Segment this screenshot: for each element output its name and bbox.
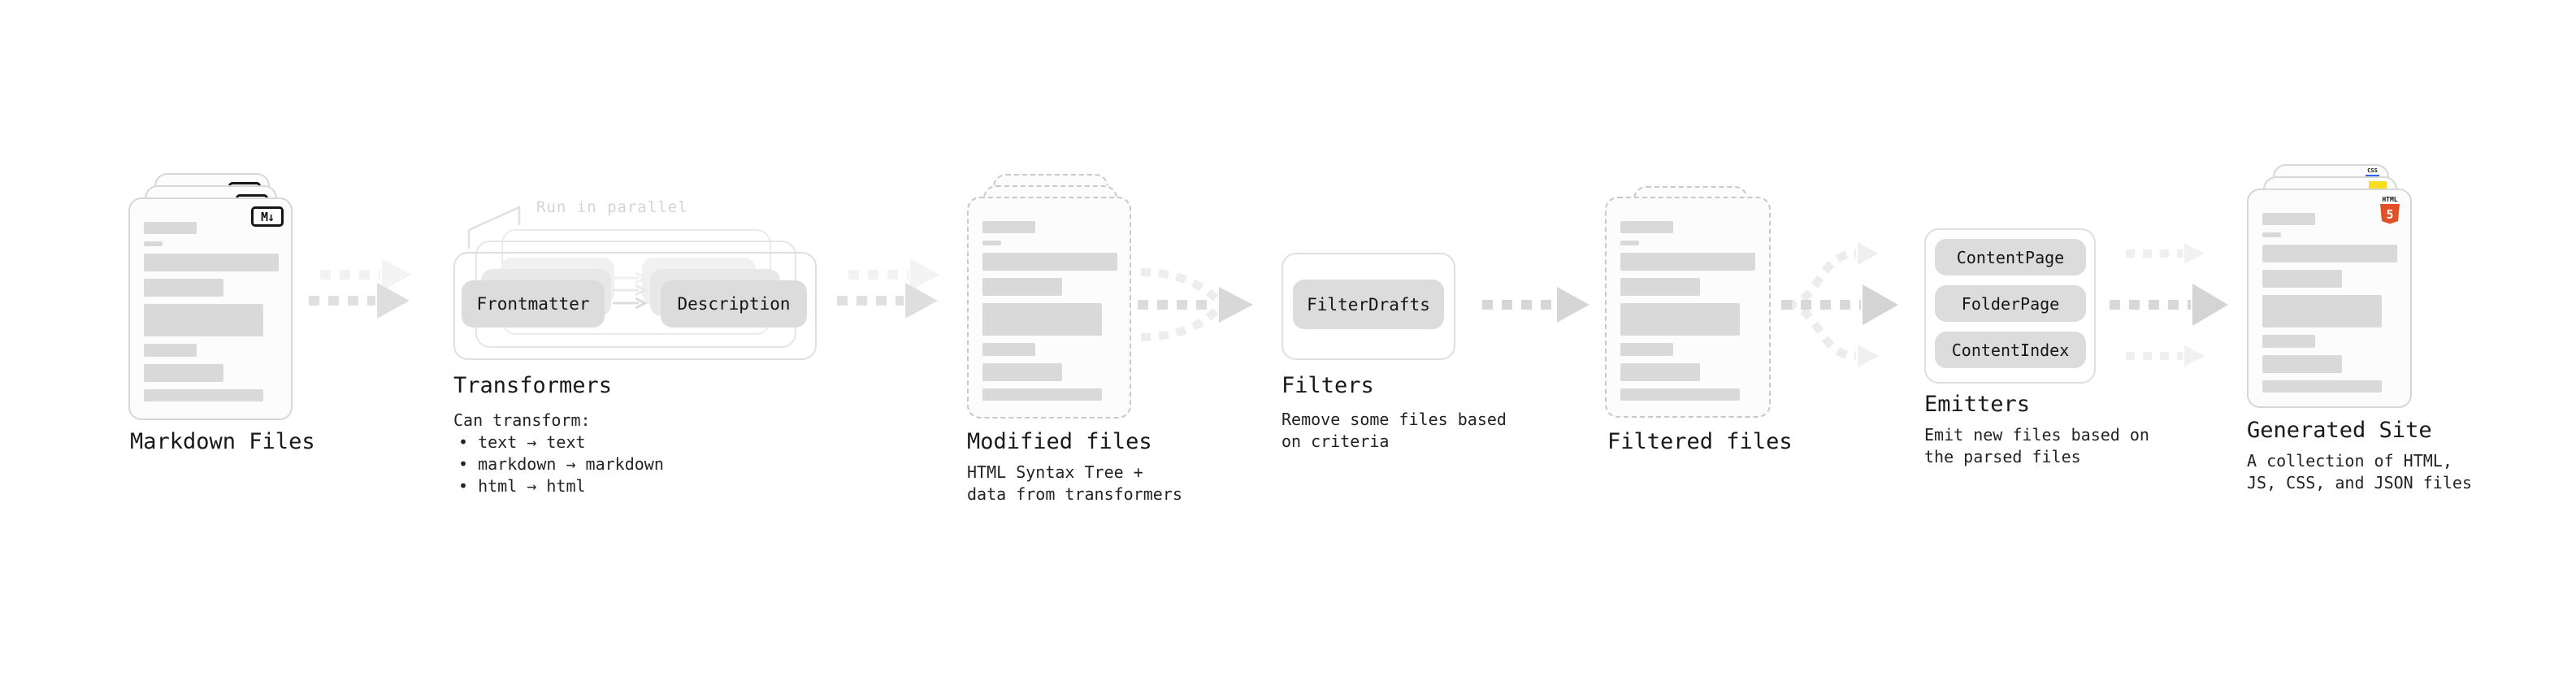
html5-icon-number: 5 (2386, 207, 2393, 222)
emitter-pill-folderpage: FolderPage (1935, 285, 2086, 322)
stage-label-modified-files: Modified files (967, 429, 1152, 454)
placeholder-bar (2262, 295, 2382, 327)
emitter-pill-contentindex: ContentIndex (1935, 332, 2086, 368)
placeholder-bar (144, 222, 197, 234)
html5-icon: HTML 5 (2380, 196, 2400, 224)
flow-arrow-markdown-to-transformers (309, 258, 411, 319)
markdown-file-card-front: M↓ (128, 197, 293, 420)
flow-arrow-filters-to-filtered (1482, 287, 1589, 323)
stage-label-markdown-files: Markdown Files (130, 429, 315, 454)
transformers-capability-list: • text → text • markdown → markdown • ht… (458, 432, 664, 497)
transform-bullet: • text → text (458, 432, 586, 452)
document-placeholder-lines (1607, 198, 1769, 401)
run-in-parallel-annotation: Run in parallel (536, 198, 688, 216)
placeholder-bar (1620, 241, 1639, 245)
transform-bullet: • html → html (458, 476, 586, 496)
placeholder-bar (2262, 232, 2281, 237)
placeholder-bar (2262, 335, 2315, 348)
placeholder-bar (982, 303, 1102, 336)
stage-label-transformers: Transformers (453, 373, 613, 398)
placeholder-bar (1620, 363, 1700, 381)
filtered-file-card-front (1605, 197, 1771, 418)
placeholder-bar (982, 241, 1001, 245)
css-icon-text: CSS (2367, 167, 2378, 174)
flow-arrow-emitters-to-generated (2110, 243, 2228, 367)
modified-files-note: HTML Syntax Tree + data from transformer… (967, 462, 1182, 504)
run-in-parallel-callout-line (467, 206, 521, 249)
stage-label-filtered-files: Filtered files (1607, 429, 1793, 454)
stage-label-generated-site: Generated Site (2247, 418, 2432, 443)
placeholder-bar (144, 344, 197, 357)
placeholder-bar (2262, 380, 2382, 393)
transformers-panel-front (453, 252, 817, 360)
emitters-note: Emit new files based on the parsed files (1924, 425, 2149, 466)
flow-arrow-transformers-to-modified (837, 258, 939, 319)
filter-pill-filterdrafts: FilterDrafts (1293, 280, 1444, 329)
markdown-icon: M↓ (251, 206, 284, 227)
document-placeholder-lines (969, 198, 1130, 401)
placeholder-bar (982, 388, 1102, 401)
stage-label-emitters: Emitters (1924, 392, 2031, 417)
placeholder-bar (982, 253, 1117, 271)
css-icon: CSS (2366, 168, 2379, 177)
transformer-pill-description: Description (661, 280, 807, 327)
placeholder-bar (2262, 355, 2342, 373)
placeholder-bar (1620, 303, 1740, 336)
placeholder-bar (144, 254, 279, 271)
placeholder-bar (144, 364, 223, 382)
placeholder-bar (2262, 245, 2397, 262)
placeholder-bar (1620, 221, 1673, 233)
emitter-pill-contentpage: ContentPage (1935, 239, 2086, 275)
placeholder-bar (144, 279, 223, 297)
markdown-icon-glyph: M↓ (260, 209, 275, 224)
transformers-note-title: Can transform: (453, 410, 591, 430)
modified-file-card-front (967, 197, 1131, 419)
placeholder-bar (2262, 213, 2315, 225)
css-icon-bar (2366, 175, 2379, 177)
html5-icon-text: HTML (2382, 196, 2397, 203)
placeholder-bar (1620, 388, 1740, 401)
transform-bullet: • markdown → markdown (458, 454, 664, 474)
placeholder-bar (982, 278, 1062, 296)
placeholder-bar (1620, 253, 1755, 271)
placeholder-bar (982, 343, 1035, 356)
stage-label-filters: Filters (1281, 373, 1374, 398)
filters-note: Remove some files based on criteria (1281, 410, 1507, 451)
html5-shield (2380, 204, 2400, 224)
flow-arrow-filtered-to-emitters (1781, 242, 1898, 367)
placeholder-bar (2262, 270, 2342, 288)
placeholder-bar (1620, 343, 1673, 356)
document-placeholder-lines (2249, 190, 2410, 393)
placeholder-bar (982, 221, 1035, 233)
js-icon (2369, 181, 2387, 189)
placeholder-bar (1620, 278, 1700, 296)
placeholder-bar (982, 363, 1062, 381)
parallel-transform-arrows (613, 271, 648, 310)
generated-site-note: A collection of HTML, JS, CSS, and JSON … (2247, 451, 2472, 492)
placeholder-bar (144, 241, 163, 246)
generated-file-card-html: HTML 5 (2247, 189, 2412, 408)
placeholder-bar (144, 304, 263, 336)
placeholder-bar (144, 389, 263, 401)
document-placeholder-lines (130, 199, 291, 401)
flow-arrow-modified-to-filters (1138, 268, 1253, 341)
transformer-pill-frontmatter: Frontmatter (462, 280, 605, 327)
